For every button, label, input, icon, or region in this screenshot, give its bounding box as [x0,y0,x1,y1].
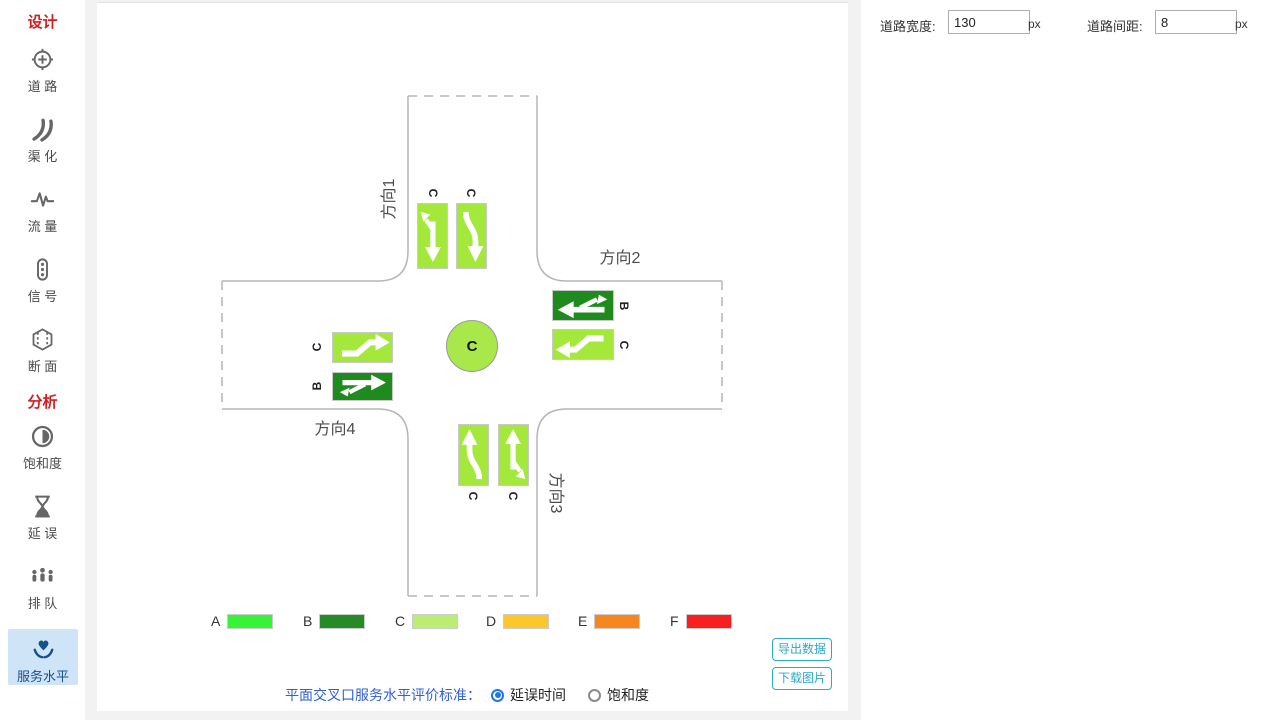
legend-color-swatch [319,613,366,629]
radio-label: 延误时间 [510,687,566,703]
sidebar-item-delay[interactable]: 延 误 [0,493,85,542]
lane-los-label: C [617,340,631,350]
legend-item: B [303,613,366,629]
criteria-label: 平面交叉口服务水平评价标准： [285,687,481,703]
legend-item: A [211,613,274,629]
straight-left-arrow-icon [557,294,608,319]
road-icon [29,46,56,73]
legend-grade-label: F [670,613,679,629]
download-image-button[interactable]: 下载图片 [772,667,832,690]
lane-los-label: C [506,491,520,501]
radio-label: 饱和度 [607,687,649,703]
intersection-los-value: C [466,337,478,355]
sidebar-item-label: 排 队 [27,596,58,611]
straight-right-arrow-icon [505,429,526,480]
road-width-label: 道路宽度: [880,19,936,34]
intersection-canvas[interactable]: 方向1 方向2 方向3 方向4 C C B C [97,2,848,711]
lane-arrow-south-turn[interactable] [458,424,489,486]
sidebar-item-label: 道 路 [27,79,58,94]
intersection-los-badge: C [446,320,498,372]
section-icon [29,326,56,353]
queue-icon [29,563,56,590]
road-width-unit: px [1028,17,1041,31]
turn-arrow-icon [462,211,484,262]
lane-los-label: B [310,381,324,391]
sidebar-item-signal[interactable]: 信 号 [0,256,85,305]
legend-color-swatch [503,613,550,629]
legend-color-swatch [594,613,641,629]
legend-grade-label: A [211,613,221,629]
sidebar-item-label: 信 号 [27,289,58,304]
road-gap-label: 道路间距: [1087,19,1143,34]
flow-icon [29,186,56,213]
lane-arrow-west-turn[interactable] [332,332,393,363]
lane-arrow-north-turn[interactable] [456,203,487,269]
legend-grade-label: B [303,613,313,629]
legend-item: F [670,613,732,629]
legend-grade-label: E [578,613,588,629]
settings-panel: 道路宽度: px 道路间距: px [861,0,1280,720]
signal-icon [29,256,56,283]
sidebar-item-channelization[interactable]: 渠 化 [0,116,85,165]
direction-1-label: 方向1 [381,178,398,220]
lane-arrow-east-straight-left[interactable] [552,290,614,321]
radio-saturation[interactable]: 饱和度 [588,685,649,705]
export-data-button[interactable]: 导出数据 [772,638,832,661]
sidebar-item-label: 饱和度 [22,456,62,471]
lane-arrow-west-straight-right[interactable] [332,372,393,401]
radio-selected-icon[interactable] [491,688,504,702]
direction-2-label: 方向2 [599,250,641,267]
direction-3-label: 方向3 [547,472,564,514]
road-outline [221,95,723,597]
radio-unselected-icon[interactable] [588,688,601,702]
radio-delay-time[interactable]: 延误时间 [491,685,566,705]
legend-color-swatch [227,613,274,629]
turn-arrow-icon [555,335,604,359]
lane-los-label: C [466,491,480,501]
delay-icon [29,493,56,520]
lane-los-label: C [426,188,440,198]
sidebar-item-saturation[interactable]: 饱和度 [0,423,85,472]
lane-arrow-north-straight-left[interactable] [417,203,448,269]
sidebar-item-queue[interactable]: 排 队 [0,563,85,612]
sidebar-section-analysis: 分析 [27,394,58,411]
direction-4-label: 方向4 [314,421,356,438]
sidebar-item-label: 渠 化 [27,149,58,164]
sidebar: 设计 道 路 渠 化 [0,0,85,720]
lane-los-label: B [617,301,631,311]
road-gap-input[interactable] [1155,10,1237,34]
road-width-input[interactable] [948,10,1030,34]
legend-item: E [578,613,641,629]
road-gap-unit: px [1235,17,1248,31]
legend-color-swatch [412,613,459,629]
lane-arrow-east-turn[interactable] [552,329,614,360]
sidebar-item-label: 延 误 [27,526,58,541]
criteria-row: 平面交叉口服务水平评价标准： 延误时间 饱和度 [285,685,671,705]
straight-right-arrow-icon [339,374,387,397]
channelization-icon [29,116,56,143]
straight-left-arrow-icon [420,211,441,262]
legend-item: C [395,613,459,629]
sidebar-item-label: 断 面 [27,359,58,374]
sidebar-item-label: 流 量 [27,219,58,234]
legend-item: D [486,613,550,629]
sidebar-item-flow[interactable]: 流 量 [0,186,85,235]
turn-arrow-icon [461,429,483,480]
legend-grade-label: D [486,613,497,629]
service-level-icon [30,636,57,663]
saturation-icon [29,423,56,450]
sidebar-item-label: 服务水平 [16,669,69,684]
sidebar-item-section[interactable]: 断 面 [0,326,85,375]
turn-arrow-icon [341,333,390,357]
legend-grade-label: C [395,613,406,629]
legend-color-swatch [685,613,732,629]
lane-los-label: C [310,342,324,352]
lane-los-label: C [464,188,478,198]
lane-arrow-south-straight-right[interactable] [498,424,529,486]
sidebar-item-service-level[interactable]: 服务水平 [8,629,78,685]
sidebar-item-road[interactable]: 道 路 [0,46,85,95]
sidebar-section-design: 设计 [27,14,58,31]
